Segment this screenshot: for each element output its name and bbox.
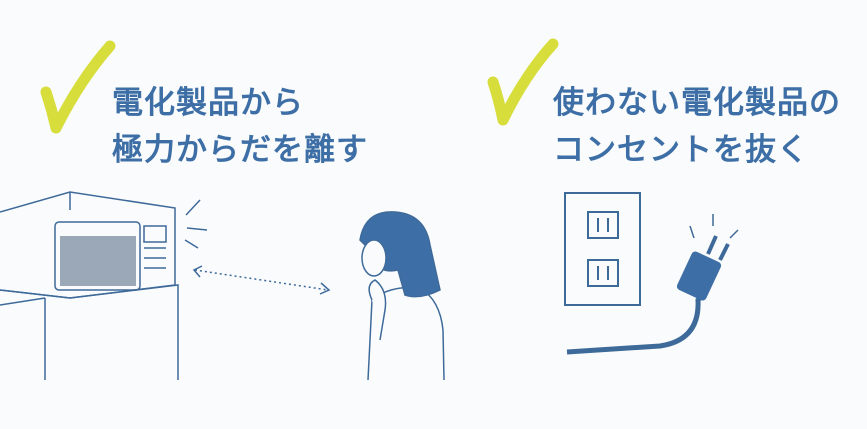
tip-line: 極力からだを離す bbox=[112, 132, 368, 168]
tip-unplug: 使わない電化製品の コンセントを抜く bbox=[553, 80, 841, 174]
tip-line: 使わない電化製品の bbox=[553, 85, 841, 121]
wall-outlet-icon bbox=[564, 192, 641, 306]
tip-keep-distance: 電化製品から 極力からだを離す bbox=[112, 80, 368, 174]
checkmark-icon-left bbox=[40, 40, 116, 134]
checkmark-icon-right bbox=[487, 38, 559, 126]
tip-line: コンセントを抜く bbox=[553, 132, 809, 168]
plug-icon bbox=[566, 214, 739, 355]
tip-line: 電化製品から bbox=[112, 85, 304, 121]
person-icon bbox=[359, 211, 445, 381]
microwave-icon bbox=[0, 191, 208, 380]
distance-arrow-icon bbox=[192, 265, 331, 295]
